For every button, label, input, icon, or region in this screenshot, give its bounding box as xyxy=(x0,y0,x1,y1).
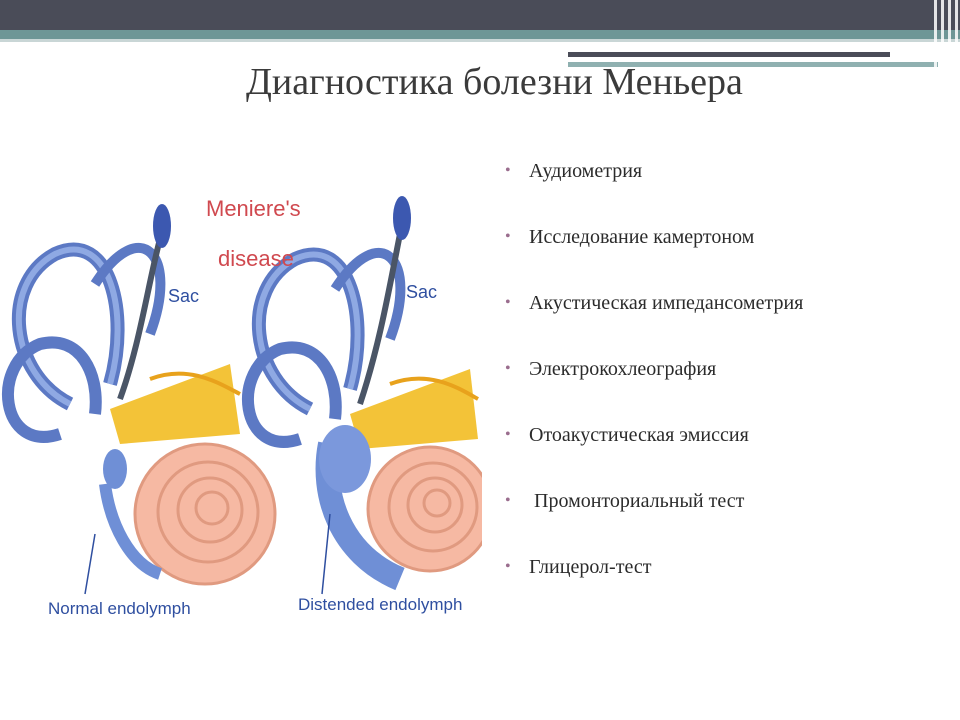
teal-band-light xyxy=(0,39,960,42)
list-item-label: Электрокохлеография xyxy=(529,358,717,380)
list-item: • Исследование камертоном xyxy=(505,218,803,284)
diagnostics-list: • Аудиометрия • Исследование камертоном • А… xyxy=(505,152,803,614)
list-item: • Промонториальный тест xyxy=(505,482,803,548)
bullet-icon: • xyxy=(505,492,511,509)
caption-normal-endolymph: Normal endolymph xyxy=(48,599,191,618)
sac-label-right: Sac xyxy=(406,282,437,302)
accent-line-dark xyxy=(568,52,890,57)
list-item-label: Исследование камертоном xyxy=(529,226,755,248)
bullet-icon: • xyxy=(505,228,511,245)
bullet-icon: • xyxy=(505,558,511,575)
sac-label-left: Sac xyxy=(168,286,199,306)
caption-distended-endolymph: Distended endolymph xyxy=(298,595,462,614)
bullet-icon: • xyxy=(505,426,511,443)
normal-ear-diagram xyxy=(2,204,277,595)
list-item-label: Отоакустическая эмиссия xyxy=(529,424,749,446)
accent-line-teal xyxy=(568,62,938,67)
illustration-heading-line2: disease xyxy=(218,246,294,271)
bullet-icon: • xyxy=(505,294,511,311)
list-item: • Отоакустическая эмиссия xyxy=(505,416,803,482)
list-item: • Акустическая импедансометрия xyxy=(505,284,803,350)
inner-ear-illustration: Meniere's disease Sac Sac Normal endolym… xyxy=(0,194,482,630)
list-item: • Электрокохлеография xyxy=(505,350,803,416)
teal-band xyxy=(0,30,960,39)
list-item-label: Аудиометрия xyxy=(529,160,643,182)
list-item-label: Промонториальный тест xyxy=(529,490,745,512)
top-bar xyxy=(0,0,960,30)
bullet-icon: • xyxy=(505,360,511,377)
corner-stripes xyxy=(930,0,960,72)
list-item: • Аудиометрия xyxy=(505,152,803,218)
distended-ear-diagram xyxy=(242,196,482,595)
slide-title: Диагностика болезни Меньера xyxy=(246,61,743,103)
list-item-label: Акустическая импедансометрия xyxy=(529,292,804,314)
illustration-heading-line1: Meniere's xyxy=(206,196,301,221)
list-item-label: Глицерол-тест xyxy=(529,556,652,578)
bullet-icon: • xyxy=(505,162,511,179)
list-item: • Глицерол-тест xyxy=(505,548,803,614)
